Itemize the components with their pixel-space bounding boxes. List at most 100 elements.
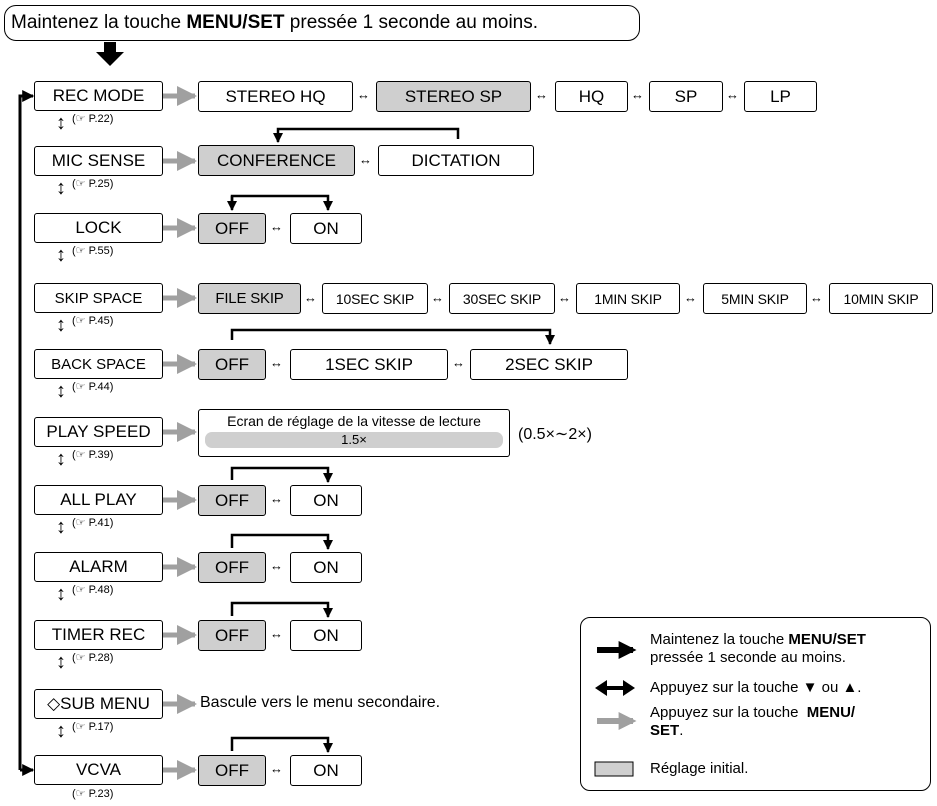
double-arrow-icon: ↔ (304, 290, 317, 305)
menu-lock[interactable]: LOCK (34, 213, 163, 243)
legend-item-press: Appuyez sur la touche MENU/ SET. (650, 704, 855, 740)
updown-arrow-icon: ↕ (56, 244, 66, 266)
option-stereo-hq[interactable]: STEREO HQ (198, 81, 353, 112)
double-arrow-icon: ↔ (431, 290, 444, 305)
double-arrow-icon: ↔ (810, 290, 823, 305)
option-2sec-skip[interactable]: 2SEC SKIP (470, 349, 628, 380)
option-alarm-off[interactable]: OFF (198, 552, 266, 583)
double-arrow-icon: ↔ (270, 219, 283, 234)
legend-hold-pre: Maintenez la touche (650, 631, 789, 648)
updown-arrow-icon: ↕ (56, 583, 66, 605)
option-1min-skip[interactable]: 1MIN SKIP (576, 283, 680, 314)
sub-menu-note: Bascule vers le menu secondaire. (200, 694, 441, 711)
ref-rec-mode: (☞ P.22) (72, 113, 114, 125)
speed-screen-box[interactable]: Ecran de réglage de la vitesse de lectur… (198, 409, 510, 457)
option-stereo-sp[interactable]: STEREO SP (376, 81, 531, 112)
double-arrow-icon (595, 680, 635, 696)
double-arrow-icon: ↔ (357, 87, 370, 102)
menu-sub-menu[interactable]: ◇SUB MENU (34, 689, 163, 719)
option-lock-on[interactable]: ON (290, 213, 362, 244)
menu-play-speed[interactable]: PLAY SPEED (34, 417, 163, 447)
option-sp[interactable]: SP (649, 81, 723, 112)
updown-arrow-icon: ↕ (56, 720, 66, 742)
legend-press-post: . (679, 722, 684, 739)
menu-all-play[interactable]: ALL PLAY (34, 485, 163, 515)
legend-press-pre: Appuyez sur la touche (650, 704, 807, 721)
updown-arrow-icon: ↕ (56, 380, 66, 402)
updown-arrow-icon: ↕ (56, 651, 66, 673)
option-1sec-skip[interactable]: 1SEC SKIP (290, 349, 448, 380)
option-file-skip[interactable]: FILE SKIP (198, 283, 301, 314)
ref-lock: (☞ P.55) (72, 245, 114, 257)
option-alarm-on[interactable]: ON (290, 552, 362, 583)
ref-sub-menu: (☞ P.17) (72, 721, 114, 733)
double-arrow-icon: ↔ (631, 87, 644, 102)
option-allplay-on[interactable]: ON (290, 485, 362, 516)
legend-press-bold2: SET (650, 722, 680, 739)
ref-play-speed: (☞ P.39) (72, 449, 114, 461)
double-arrow-icon: ↔ (359, 152, 372, 167)
option-30sec-skip[interactable]: 30SEC SKIP (449, 283, 555, 314)
ref-all-play: (☞ P.41) (72, 517, 114, 529)
option-10min-skip[interactable]: 10MIN SKIP (829, 283, 933, 314)
option-10sec-skip[interactable]: 10SEC SKIP (322, 283, 428, 314)
initial-setting-swatch (594, 761, 634, 777)
option-vcva-off[interactable]: OFF (198, 755, 266, 786)
ref-timer-rec: (☞ P.28) (72, 652, 114, 664)
bracket-loops (230, 127, 555, 753)
menu-alarm[interactable]: ALARM (34, 552, 163, 582)
option-vcva-on[interactable]: ON (290, 755, 362, 786)
ref-skip-space: (☞ P.45) (72, 315, 114, 327)
speed-screen-title: Ecran de réglage de la vitesse de lectur… (227, 413, 481, 429)
updown-arrow-icon: ↕ (56, 448, 66, 470)
legend-item-initial: Réglage initial. (650, 760, 749, 777)
updown-arrow-icon: ↕ (56, 516, 66, 538)
menu-rec-mode[interactable]: REC MODE (34, 81, 163, 111)
double-arrow-icon: ↔ (726, 87, 739, 102)
option-timer-off[interactable]: OFF (198, 620, 266, 651)
ref-back-space: (☞ P.44) (72, 381, 114, 393)
option-back-off[interactable]: OFF (198, 349, 266, 380)
legend-hold-bold: MENU/SET (788, 631, 866, 648)
option-conference[interactable]: CONFERENCE (198, 145, 355, 176)
speed-value-bar: 1.5× (205, 432, 503, 448)
updown-arrow-icon: ↕ (56, 314, 66, 336)
option-lp[interactable]: LP (744, 81, 817, 112)
legend-item-updown: Appuyez sur la touche ▼ ou ▲. (650, 679, 862, 696)
double-arrow-icon: ↔ (684, 290, 697, 305)
option-allplay-off[interactable]: OFF (198, 485, 266, 516)
speed-range: (0.5×∼2×) (518, 426, 592, 443)
double-arrow-icon: ↔ (270, 558, 283, 573)
option-timer-on[interactable]: ON (290, 620, 362, 651)
double-arrow-icon: ↔ (452, 355, 465, 370)
double-arrow-icon: ↔ (270, 355, 283, 370)
legend-hold-post: pressée 1 seconde au moins. (650, 649, 846, 666)
menu-vcva[interactable]: VCVA (34, 755, 163, 785)
option-lock-off[interactable]: OFF (198, 213, 266, 244)
menu-skip-space[interactable]: SKIP SPACE (34, 283, 163, 313)
gray-arrows (163, 86, 197, 780)
start-arrow-icon (96, 42, 124, 66)
ref-vcva: (☞ P.23) (72, 788, 114, 800)
ref-mic-sense: (☞ P.25) (72, 178, 114, 190)
menu-back-space[interactable]: BACK SPACE (34, 349, 163, 379)
double-arrow-icon: ↔ (558, 290, 571, 305)
legend-icons (594, 641, 637, 777)
header-post: pressée 1 seconde au moins. (284, 12, 539, 33)
option-5min-skip[interactable]: 5MIN SKIP (703, 283, 807, 314)
double-arrow-icon: ↔ (270, 491, 283, 506)
option-dictation[interactable]: DICTATION (378, 145, 534, 176)
legend-box: Maintenez la touche MENU/SET pressée 1 s… (580, 617, 931, 791)
menu-mic-sense[interactable]: MIC SENSE (34, 146, 163, 176)
ref-alarm: (☞ P.48) (72, 584, 114, 596)
header-instruction: Maintenez la touche MENU/SET pressée 1 s… (4, 5, 640, 41)
legend-press-bold1: MENU/ (806, 704, 856, 721)
header-pre: Maintenez la touche (11, 12, 187, 33)
updown-arrow-icon: ↕ (56, 177, 66, 199)
loop-line (18, 90, 35, 776)
menu-timer-rec[interactable]: TIMER REC (34, 620, 163, 650)
updown-arrow-icon: ↕ (56, 112, 66, 134)
option-hq[interactable]: HQ (555, 81, 628, 112)
double-arrow-icon: ↔ (270, 626, 283, 641)
